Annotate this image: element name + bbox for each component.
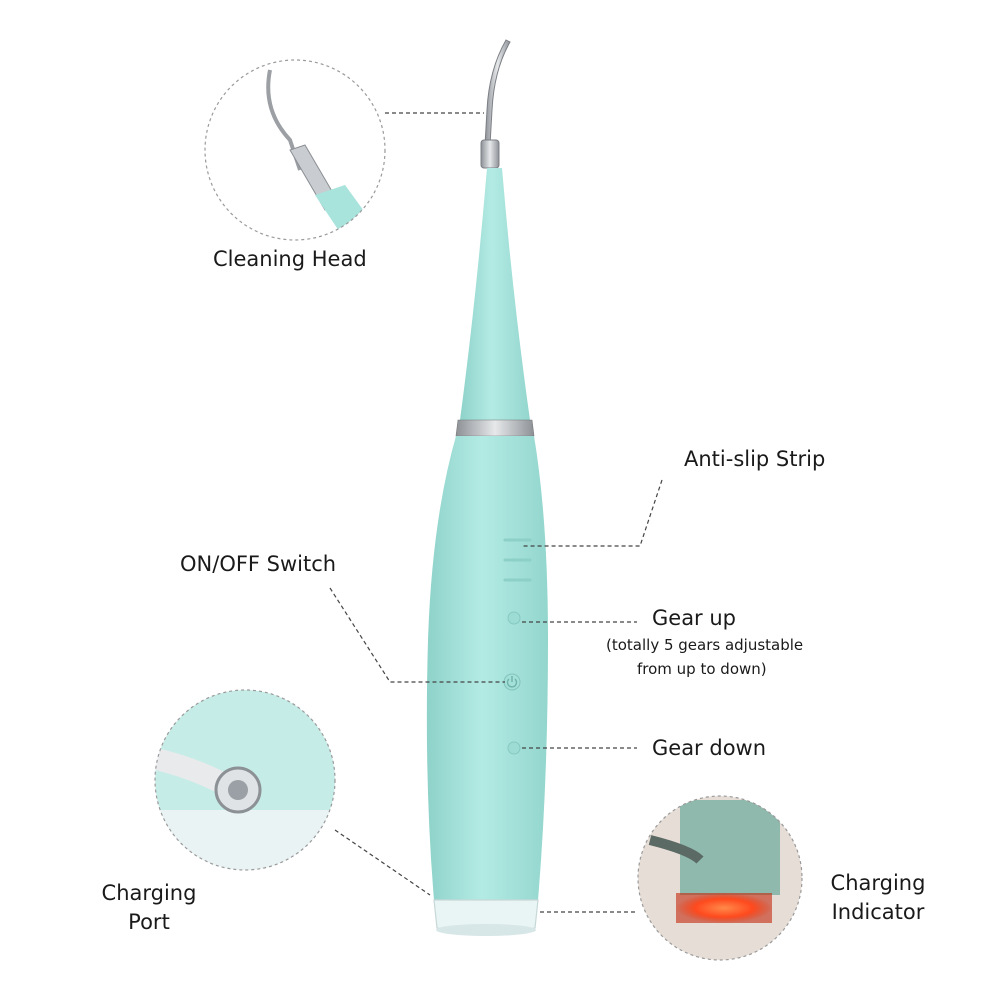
label-charging-port-1: Charging — [101, 881, 197, 905]
label-gear-down: Gear down — [652, 736, 767, 760]
label-cleaning-head: Cleaning Head — [213, 247, 367, 271]
label-anti-slip-strip: Anti-slip Strip — [684, 447, 826, 471]
label-charging-port-2: Port — [128, 910, 170, 934]
device-body — [426, 436, 548, 900]
charging-port-detail — [154, 689, 336, 871]
label-charging-indicator-1: Charging — [830, 871, 926, 895]
gear-down-button — [507, 741, 521, 755]
scaler-device — [426, 39, 548, 936]
gear-up-button — [507, 611, 521, 625]
chrome-ring — [455, 419, 535, 437]
tip-collar — [480, 139, 500, 169]
power-icon — [506, 676, 518, 688]
label-gear-up-note-2: from up to down) — [637, 660, 767, 678]
label-charging-indicator-2: Indicator — [831, 900, 925, 924]
device-neck — [460, 168, 530, 420]
cleaning-tip — [484, 39, 511, 146]
label-on-off-switch: ON/OFF Switch — [180, 552, 337, 576]
charging-indicator-detail — [637, 795, 803, 961]
cleaning-head-detail — [204, 59, 386, 241]
label-gear-up: Gear up — [652, 606, 737, 630]
leader-lines — [329, 112, 663, 913]
anti-slip-strip — [503, 538, 532, 582]
label-gear-up-note-1: (totally 5 gears adjustable — [606, 636, 804, 654]
